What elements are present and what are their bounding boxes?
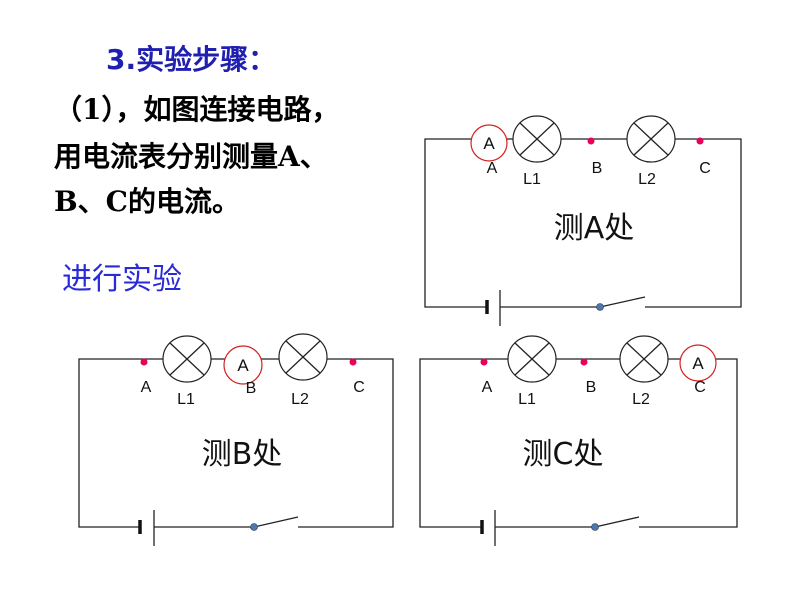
ammeter-symbol: A <box>483 134 495 153</box>
point-b-dot <box>580 358 588 366</box>
wire <box>424 138 742 308</box>
label-b: B <box>586 379 597 396</box>
label-c: C <box>694 379 706 396</box>
lamp-l1 <box>512 115 562 163</box>
instruction-line-3: B、C的电流。 <box>54 185 240 218</box>
label-l1: L1 <box>523 171 541 188</box>
ammeter-symbol: A <box>692 354 704 373</box>
switch-pivot <box>250 523 258 531</box>
wire <box>419 358 738 528</box>
label-l1: L1 <box>177 391 195 408</box>
lamp-l2 <box>619 335 669 383</box>
slide-heading: 3.实验步骤： <box>106 43 277 76</box>
circuit-a: AA L1 B L2 C 测A处 <box>424 115 742 326</box>
ammeter-icon <box>679 344 717 382</box>
lamp-cross <box>519 122 555 156</box>
label-b: B <box>246 380 257 397</box>
point-b-dot <box>587 137 595 145</box>
instruction-line-1: （1），如图连接电路， <box>54 93 340 126</box>
point-a-dot <box>140 358 148 366</box>
circuit-caption: 测C处 <box>523 437 604 472</box>
switch-pivot <box>596 303 604 311</box>
ammeter-symbol: A <box>237 356 249 375</box>
label-a: A <box>487 160 498 177</box>
lamp-cross <box>285 340 321 374</box>
switch-lever <box>253 516 299 528</box>
switch-pivot <box>591 523 599 531</box>
ammeter-icon <box>223 345 263 385</box>
label-l2: L2 <box>291 391 309 408</box>
circuit-b: A A L1 B L2 C 测B处 <box>78 333 394 546</box>
ammeter-icon <box>470 124 508 162</box>
label-b: B <box>592 160 603 177</box>
point-c-dot <box>349 358 357 366</box>
lamp-cross <box>626 342 662 376</box>
lamp-cross <box>169 342 205 376</box>
lamp-l2 <box>278 333 328 381</box>
label-c: C <box>353 379 365 396</box>
lamp-l1 <box>507 335 557 383</box>
lamp-cross <box>633 122 669 156</box>
lamp-cross <box>514 342 550 376</box>
circuit-c: A A L1 B L2 C 测C处 <box>419 335 738 546</box>
label-a: A <box>482 379 493 396</box>
label-l2: L2 <box>638 171 656 188</box>
circuit-caption: 测B处 <box>202 437 283 472</box>
label-c: C <box>699 160 711 177</box>
instruction-line-2: 用电流表分别测量A、 <box>54 140 328 173</box>
switch-lever <box>594 516 640 528</box>
start-experiment-link[interactable]: 进行实验 <box>62 262 182 297</box>
circuit-caption: 测A处 <box>554 211 635 246</box>
lamp-l1 <box>162 335 212 383</box>
switch-lever <box>599 296 646 308</box>
lamp-l2 <box>626 115 676 163</box>
point-c-dot <box>696 137 704 145</box>
label-l2: L2 <box>632 391 650 408</box>
point-a-dot <box>480 358 488 366</box>
label-l1: L1 <box>518 391 536 408</box>
label-a: A <box>141 379 152 396</box>
